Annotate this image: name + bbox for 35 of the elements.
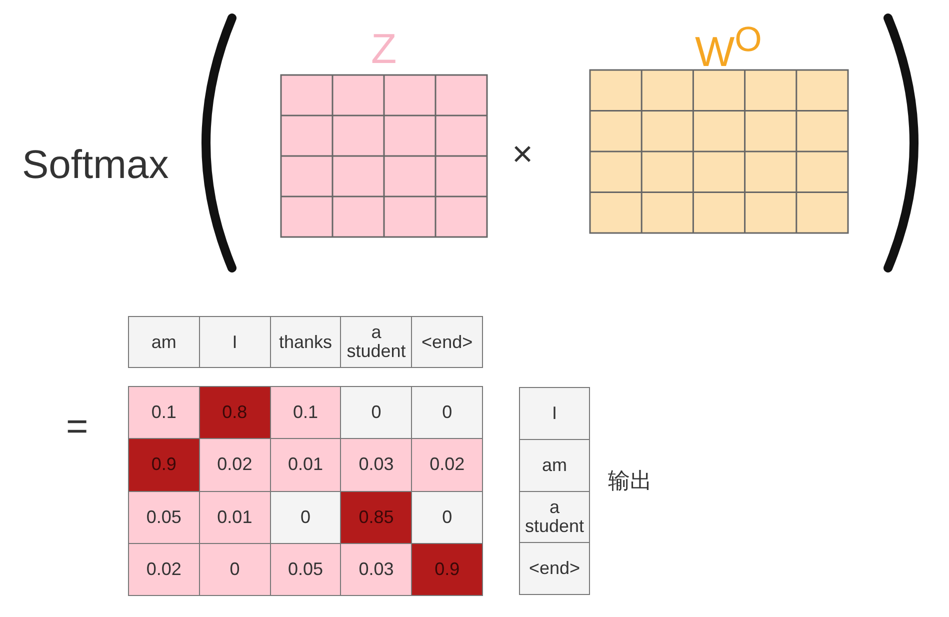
output-cell: I: [519, 387, 590, 440]
output-cell: a student: [519, 490, 590, 544]
probability-cell: 0.02: [411, 438, 483, 492]
header-cell: I: [198, 316, 271, 368]
multiply-sign: ×: [512, 136, 534, 172]
probability-cell: 0.02: [198, 438, 271, 492]
probability-cell: 0.1: [270, 386, 342, 440]
header-cell: a student: [340, 316, 412, 368]
matrix-label: W$^{O}$: [695, 22, 762, 73]
probability-cell: 0.05: [270, 542, 342, 596]
probability-cell: 0.03: [340, 438, 412, 492]
equals-sign: =: [66, 408, 88, 446]
header-cell: <end>: [411, 316, 483, 368]
output-label: 输出: [608, 470, 652, 492]
probability-cell: 0.01: [198, 490, 271, 544]
probability-cell: 0.02: [128, 542, 200, 596]
probability-cell: 0: [411, 490, 483, 544]
probability-cell: 0: [270, 490, 342, 544]
probability-cell: 0.01: [270, 438, 342, 492]
probability-cell: 0.8: [198, 386, 271, 440]
probability-cell: 0.03: [340, 542, 412, 596]
output-cell: am: [519, 438, 590, 492]
probability-cell: 0: [411, 386, 483, 440]
probability-cell: 0.1: [128, 386, 200, 440]
probability-cell: 0.9: [411, 542, 483, 596]
header-cell: am: [128, 316, 200, 368]
probability-cell: 0.05: [128, 490, 200, 544]
probability-cell: 0.85: [340, 490, 412, 544]
header-cell: thanks: [270, 316, 342, 368]
function-name: Softmax: [22, 145, 169, 185]
output-cell: <end>: [519, 542, 590, 595]
matrix-label: Z: [371, 28, 397, 70]
probability-cell: 0.9: [128, 438, 200, 492]
probability-cell: 0: [198, 542, 271, 596]
probability-cell: 0: [340, 386, 412, 440]
